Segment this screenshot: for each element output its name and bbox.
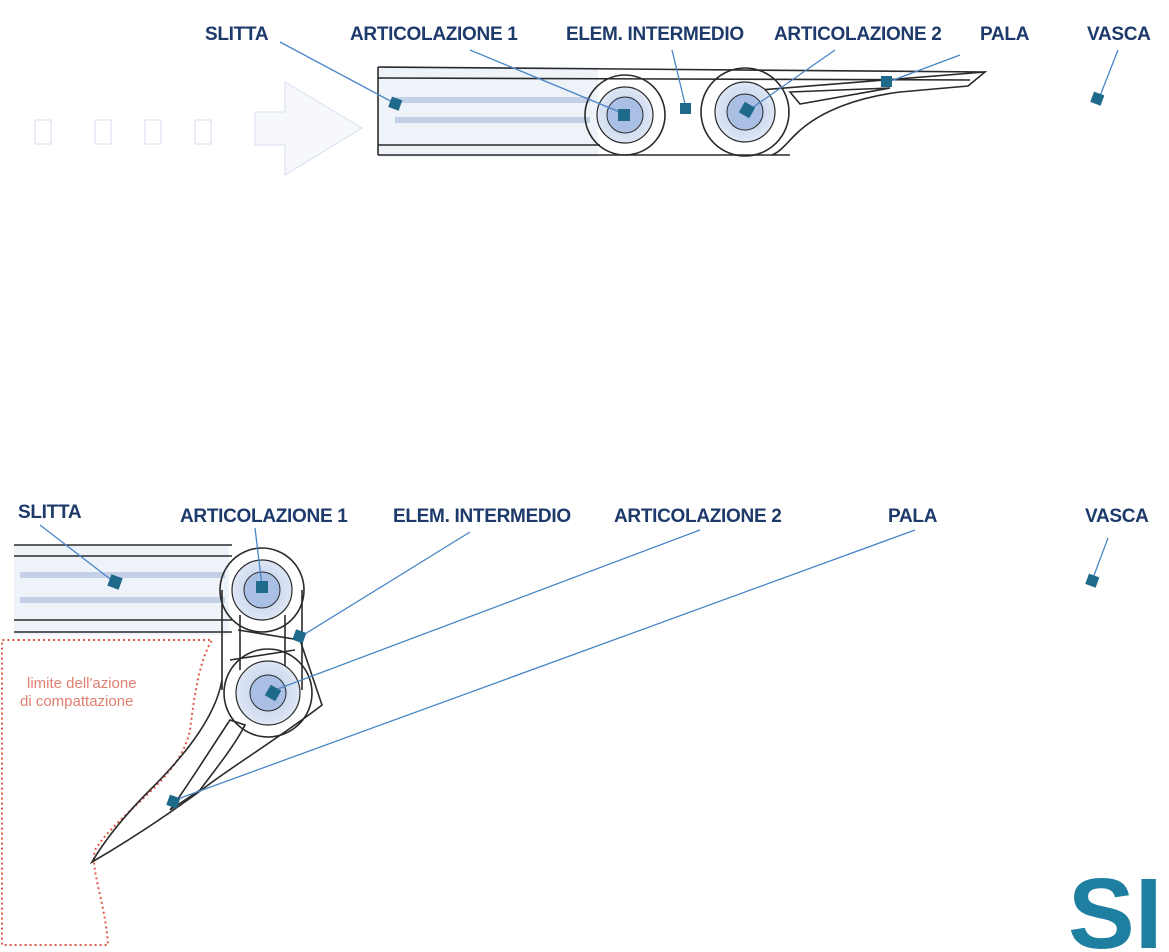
label-elem-intermedio-top: ELEM. INTERMEDIO (566, 24, 744, 45)
top-view: SLITTA ARTICOLAZIONE 1 ELEM. INTERMEDIO … (34, 24, 1151, 177)
limit-note-line1: limite dell'azione (27, 675, 137, 692)
blade-bottom (89, 639, 323, 865)
leader-articolazione2-top (751, 49, 836, 109)
leader-articolazione2-bottom (274, 529, 701, 691)
blade-top (759, 70, 988, 156)
label-slitta-bottom: SLITTA (18, 502, 82, 523)
leader-slitta-bottom (39, 524, 115, 583)
compaction-limit-outline (1, 639, 214, 946)
label-articolazione1-bottom: ARTICOLAZIONE 1 (180, 506, 348, 527)
leader-articolazione1-bottom (254, 527, 263, 587)
slide-body-bottom (14, 544, 232, 635)
limit-note-line2: di compattazione (20, 693, 133, 710)
leader-elem-intermedio-top (671, 49, 687, 109)
leader-pala-bottom (174, 529, 916, 801)
label-articolazione2-bottom: ARTICOLAZIONE 2 (614, 506, 782, 527)
leader-elem-intermedio-bottom (299, 531, 471, 638)
label-articolazione2-top: ARTICOLAZIONE 2 (774, 24, 942, 45)
marker-articolazione1-bottom (256, 581, 268, 593)
blade-slot-bottom (169, 719, 247, 811)
slide-body-top (377, 66, 986, 157)
label-elem-intermedio-bottom: ELEM. INTERMEDIO (393, 506, 571, 527)
label-slitta-top: SLITTA (205, 24, 269, 45)
logo-text: SI (1068, 858, 1162, 952)
marker-articolazione2-bottom (264, 684, 282, 702)
label-vasca-top: VASCA (1087, 24, 1151, 45)
marker-slitta-bottom (107, 574, 123, 590)
marker-vasca-top (1090, 91, 1105, 106)
marker-articolazione1-top (618, 109, 630, 121)
marker-elem-intermedio-bottom (292, 629, 307, 644)
leader-vasca-bottom (1092, 537, 1109, 579)
label-vasca-bottom: VASCA (1085, 506, 1149, 527)
marker-pala-top (881, 76, 892, 87)
marker-articolazione2-top (738, 101, 756, 119)
marker-elem-intermedio-top (680, 103, 691, 114)
bottom-view: limite dell'azione di compattazione (1, 502, 1149, 946)
leader-pala-top (887, 54, 961, 83)
blade-slot-top (788, 87, 891, 105)
marker-vasca-bottom (1085, 573, 1100, 588)
leader-vasca-top (1099, 49, 1119, 97)
label-articolazione1-top: ARTICOLAZIONE 1 (350, 24, 518, 45)
label-pala-bottom: PALA (888, 506, 938, 527)
leader-slitta-top (279, 41, 397, 105)
leader-articolazione1-top (469, 49, 623, 114)
marker-pala-bottom (166, 794, 181, 809)
motion-arrow-ghost (34, 80, 364, 177)
label-pala-top: PALA (980, 24, 1030, 45)
marker-slitta-top (388, 96, 403, 111)
